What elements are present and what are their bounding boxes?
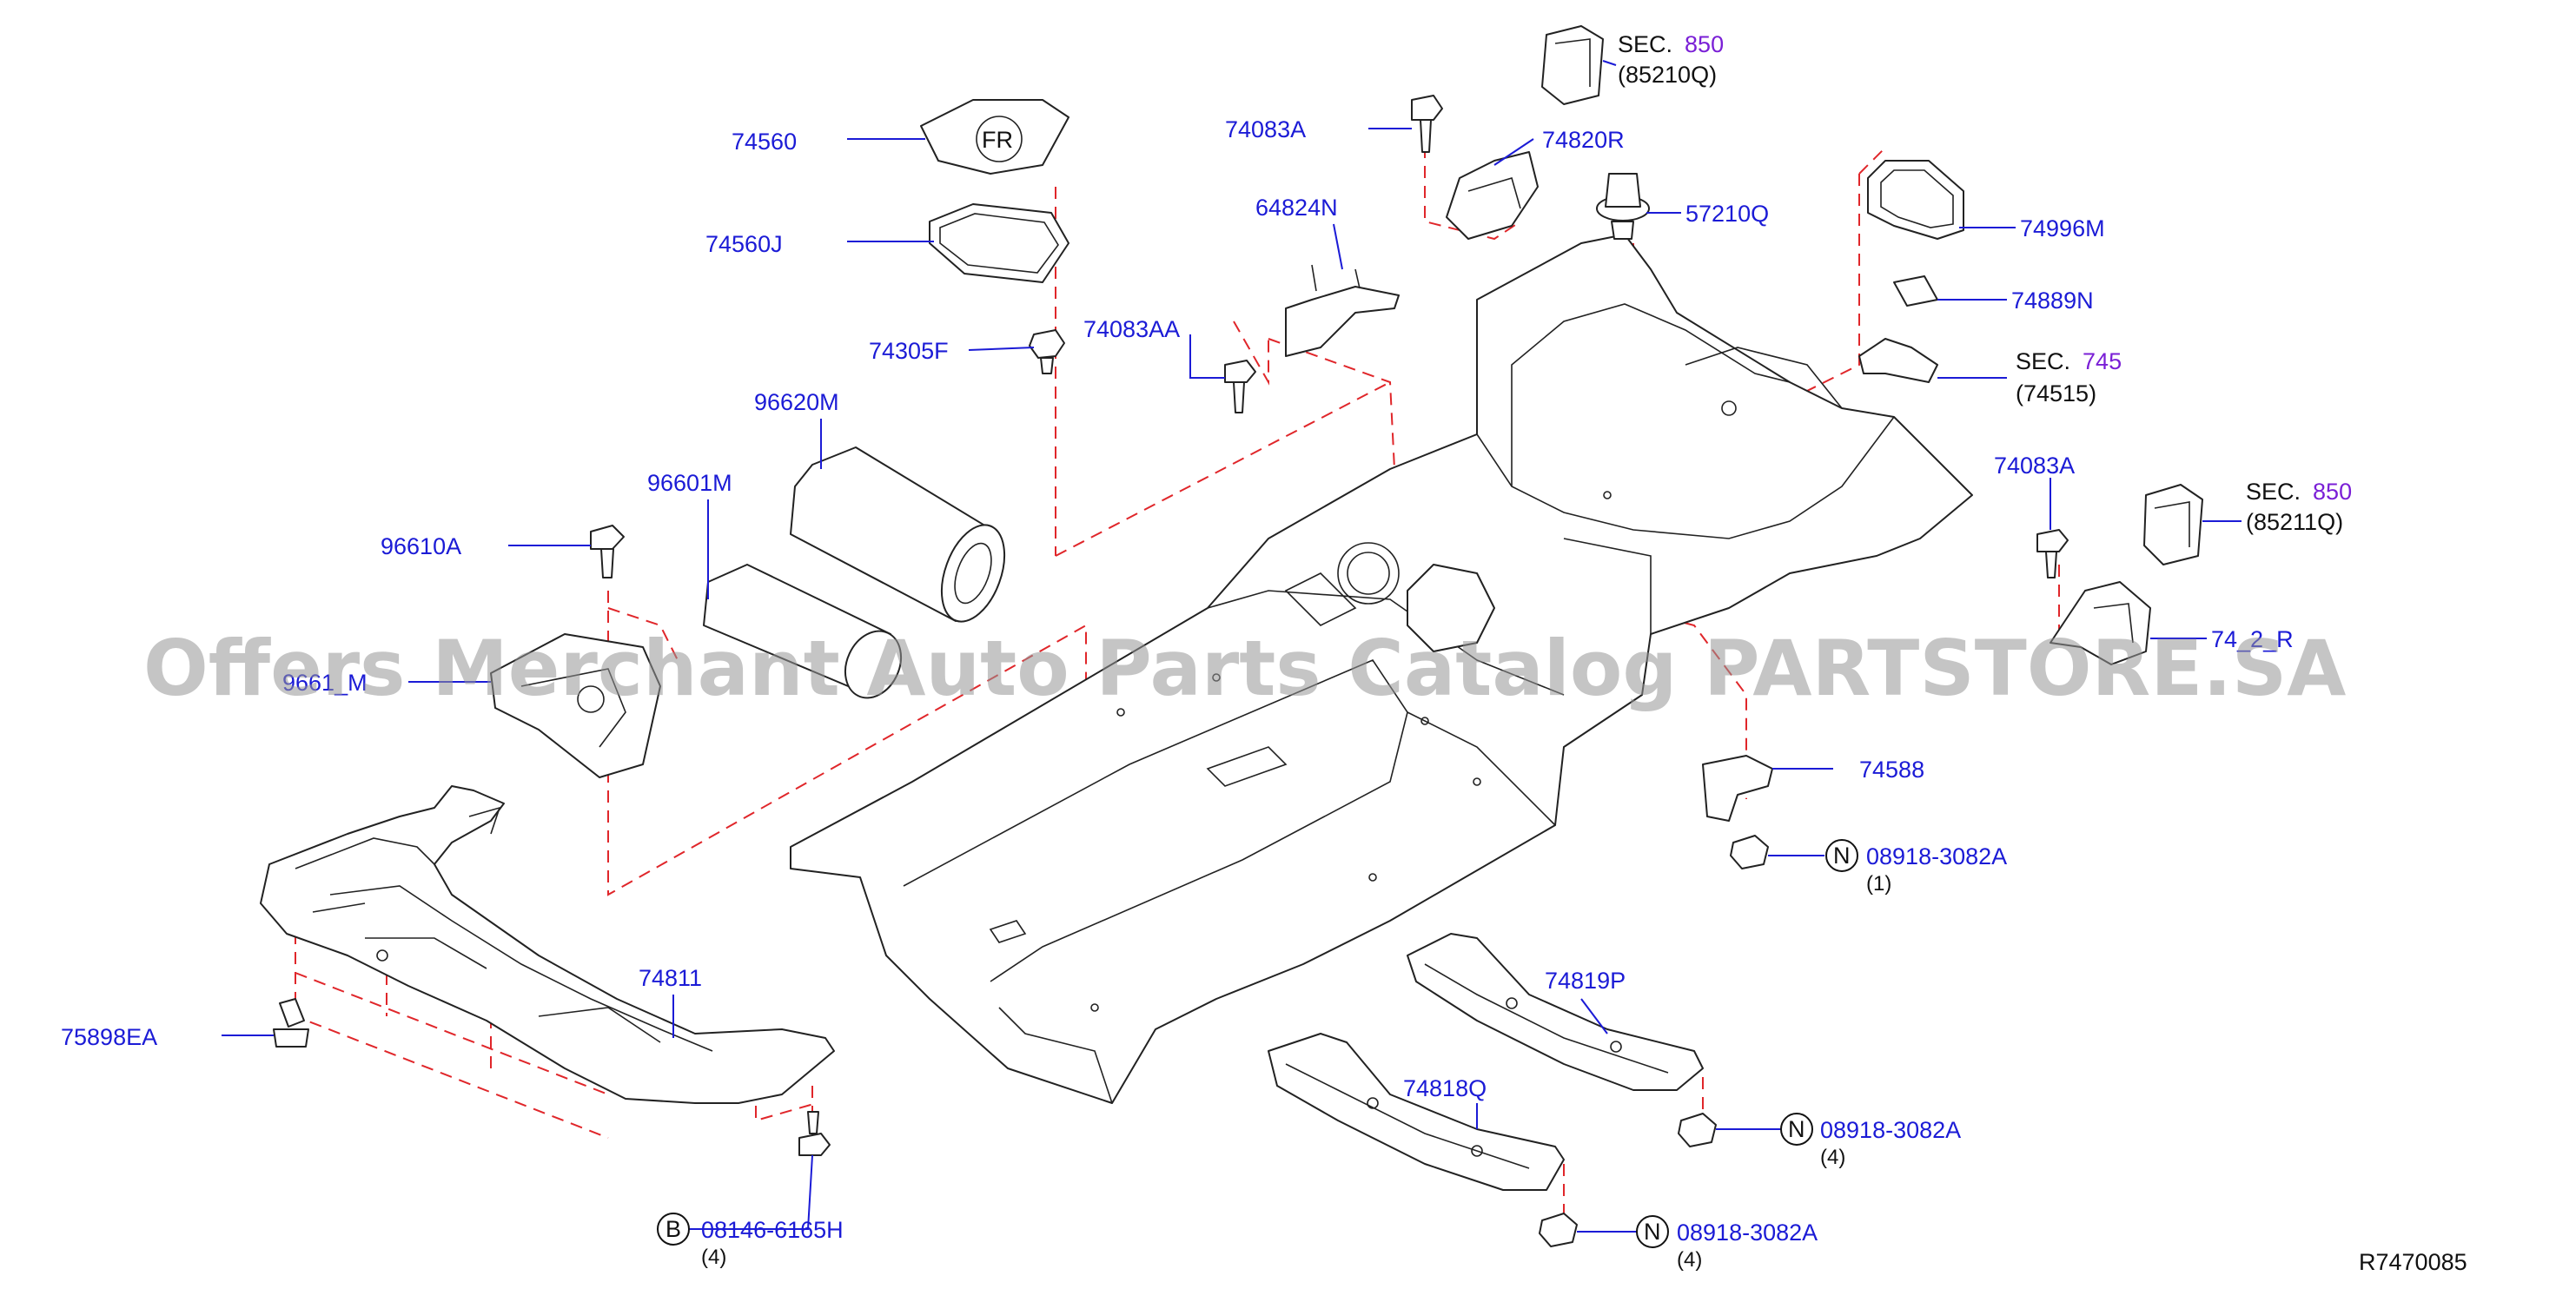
label-74560j: 74560J (705, 231, 783, 257)
label-7482r: 74_2_R (2211, 626, 2294, 652)
part-labels: 74560 74560J 74305F 96620M 96601M 96610A… (61, 116, 2294, 1101)
component-74083a-bolt-right (2036, 529, 2069, 578)
section-reference-right: SEC.850 (85211Q) (2246, 479, 2352, 535)
fastener-nut-3: N 08918-3082A (4) (1636, 1215, 1818, 1272)
nut-symbol: N (1788, 1116, 1805, 1142)
label-74083aa: 74083AA (1083, 316, 1180, 342)
component-74996m-seal (1867, 160, 1964, 240)
label-9661m: 9661_M (282, 670, 368, 696)
component-74588-bracket (1702, 755, 1773, 822)
nut-quantity: (4) (1820, 1146, 1845, 1169)
component-bolt-b (798, 1111, 831, 1156)
component-74819p-brace (1407, 933, 1704, 1091)
component-74560-cover: FR (920, 99, 1069, 175)
nut-part-number: 08918-3082A (1677, 1220, 1818, 1246)
component-64824n-bracket (1285, 264, 1400, 357)
bolt-symbol: B (666, 1216, 681, 1242)
nut-symbol: N (1833, 843, 1851, 869)
label-74588: 74588 (1859, 757, 1924, 783)
component-nut-1 (1730, 835, 1769, 869)
label-74818q: 74818Q (1403, 1075, 1487, 1101)
component-74083a-bolt-top (1411, 95, 1443, 153)
svg-text:(85210Q): (85210Q) (1618, 62, 1717, 88)
floor-insulator-main (790, 234, 1973, 1104)
nut-part-number: 08918-3082A (1820, 1117, 1961, 1143)
component-nut-2 (1678, 1113, 1717, 1147)
component-74820r-bracket (1446, 151, 1539, 240)
svg-text:SEC.850: SEC.850 (2246, 479, 2352, 505)
label-74996m: 74996M (2020, 215, 2105, 241)
nut-part-number: 08918-3082A (1866, 843, 2007, 869)
svg-text:(74515): (74515) (2016, 380, 2096, 407)
label-74820r: 74820R (1542, 127, 1625, 153)
label-57210q: 57210Q (1685, 201, 1769, 227)
label-74811: 74811 (639, 965, 702, 991)
component-96610a-bolt (590, 525, 625, 578)
component-74305f-clip (1029, 329, 1065, 374)
bolt-quantity: (4) (701, 1246, 726, 1269)
diagram-code: R7470085 (2359, 1249, 2467, 1275)
component-74889n-pad (1893, 275, 1938, 307)
leader-lines (222, 60, 2242, 1233)
label-96601m: 96601M (647, 470, 732, 496)
component-75898ea-clip (273, 998, 309, 1048)
svg-text:SEC.850: SEC.850 (1618, 31, 1724, 57)
component-57210q-grommet (1596, 173, 1650, 240)
component-7482r-bracket (2050, 581, 2151, 665)
label-74083a-right: 74083A (1994, 453, 2075, 479)
label-75898ea: 75898EA (61, 1024, 157, 1050)
label-74083a-top: 74083A (1225, 116, 1306, 142)
label-74305f: 74305F (869, 338, 949, 364)
fastener-nut-2: N 08918-3082A (4) (1780, 1113, 1961, 1169)
section-reference-top: SEC.850 (85210Q) (1618, 31, 1724, 88)
component-74560j-seal (929, 203, 1069, 283)
svg-text:FR: FR (982, 127, 1013, 153)
component-74811-undercover (260, 785, 835, 1104)
component-sec745-bracket (1858, 338, 1938, 383)
component-96620m-roll (790, 446, 1006, 623)
bolt-part-number: 08146-6165H (701, 1217, 844, 1243)
label-96610a: 96610A (381, 533, 461, 559)
label-74819p: 74819P (1545, 968, 1626, 994)
component-96601m-roll (703, 564, 903, 699)
label-64824n: 64824N (1255, 195, 1338, 221)
section-reference-mid: SEC.745 (74515) (2016, 348, 2122, 407)
nut-quantity: (1) (1866, 872, 1891, 896)
component-nut-3 (1539, 1213, 1578, 1247)
component-74818q-brace (1268, 1033, 1565, 1191)
label-96620m: 96620M (754, 389, 839, 415)
nut-quantity: (4) (1677, 1248, 1702, 1272)
component-sec850-bracket-top (1541, 25, 1604, 105)
svg-text:SEC.745: SEC.745 (2016, 348, 2122, 374)
watermark-text: Offers Merchant Auto Parts Catalog PARTS… (143, 624, 2346, 713)
svg-text:(85211Q): (85211Q) (2246, 509, 2343, 535)
fastener-bolt: B 08146-6165H (4) (657, 1213, 844, 1269)
component-sec850-bracket-right (2143, 484, 2203, 565)
label-74560: 74560 (732, 129, 797, 155)
component-74083aa-bolt (1224, 360, 1256, 413)
component-9661-bracket (490, 633, 661, 778)
nut-symbol: N (1644, 1219, 1661, 1245)
fastener-nut-1: N 08918-3082A (1) (1825, 839, 2007, 896)
label-74889n: 74889N (2011, 288, 2094, 314)
